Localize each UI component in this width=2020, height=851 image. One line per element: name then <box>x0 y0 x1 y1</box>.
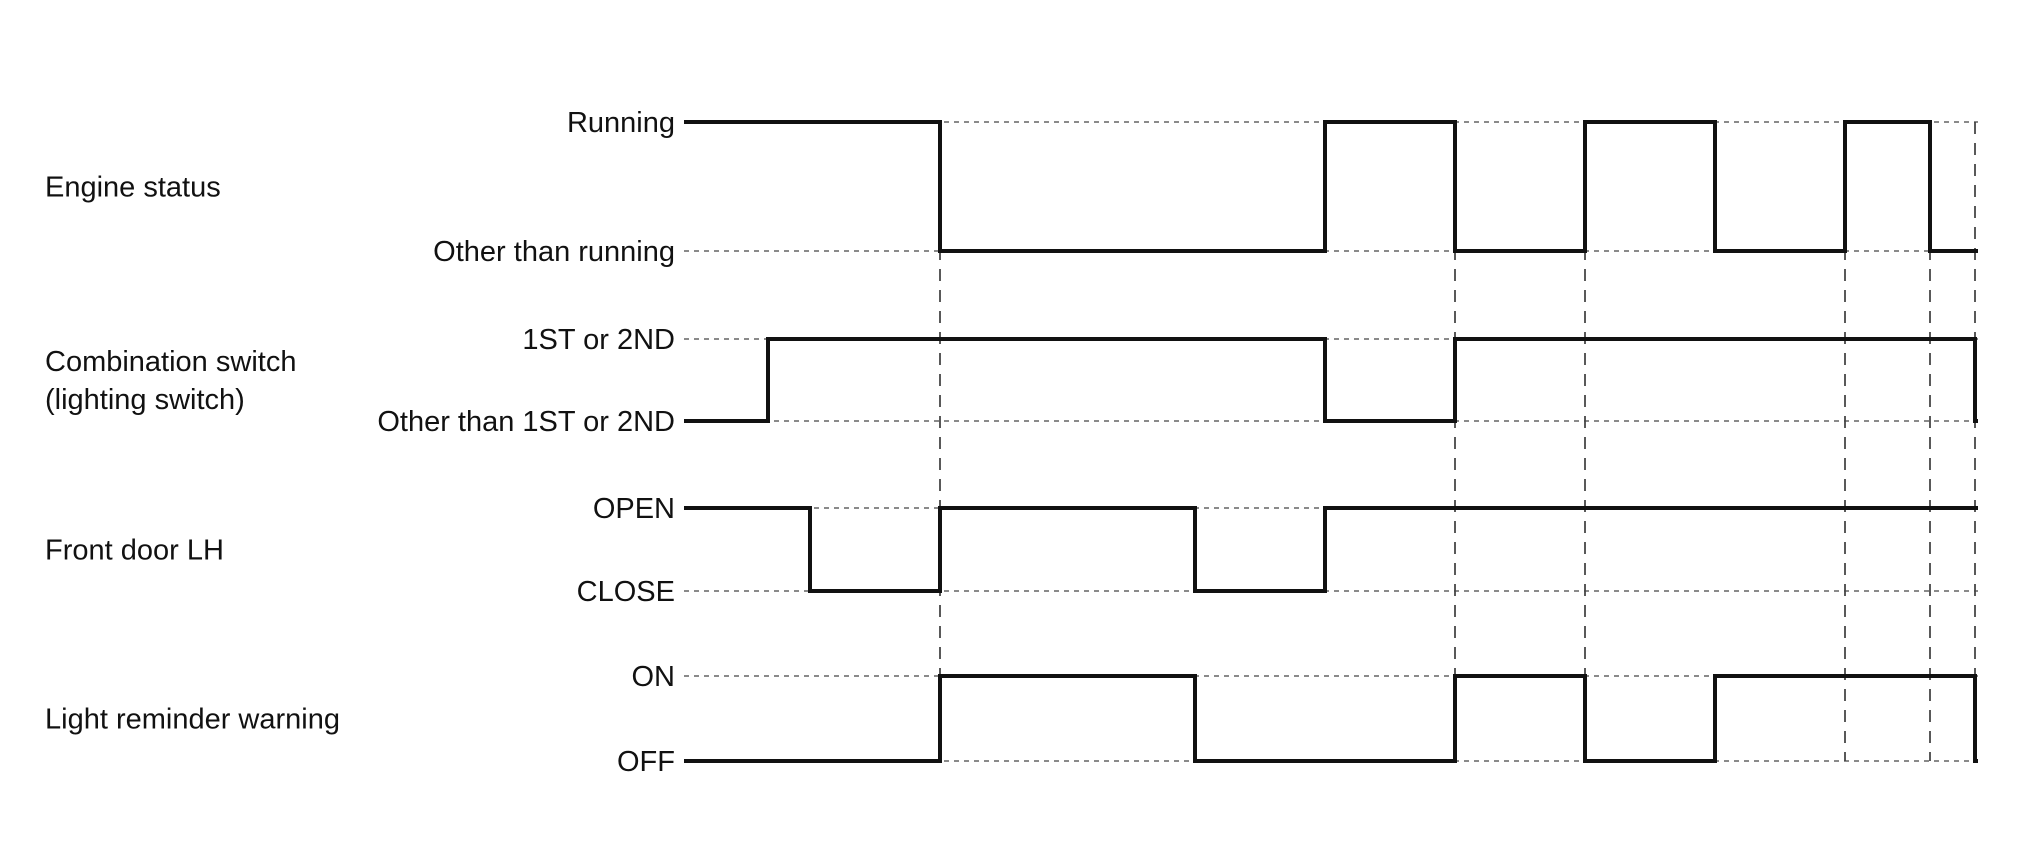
guides-layer <box>684 121 1978 762</box>
waveform-layer <box>684 120 1978 763</box>
state-label-low: CLOSE <box>577 576 675 608</box>
signal-name: Combination switch <box>45 346 296 378</box>
state-label-low: Other than 1ST or 2ND <box>377 406 675 438</box>
state-label-high: OPEN <box>593 493 675 525</box>
state-label-low: OFF <box>617 746 675 778</box>
signal-name: Engine status <box>45 172 221 204</box>
state-label-low: Other than running <box>433 236 675 268</box>
front-door-lh-waveform <box>684 506 1978 593</box>
engine-status-waveform <box>684 120 1978 253</box>
signal-name: Light reminder warning <box>45 704 340 736</box>
combination-switch-waveform <box>684 337 1978 423</box>
signal-name: Front door LH <box>45 535 224 567</box>
signal-name: (lighting switch) <box>45 384 245 416</box>
state-label-high: 1ST or 2ND <box>522 324 675 356</box>
state-label-high: ON <box>632 661 676 693</box>
light-reminder-warning-waveform <box>684 674 1978 763</box>
state-label-high: Running <box>567 107 675 139</box>
